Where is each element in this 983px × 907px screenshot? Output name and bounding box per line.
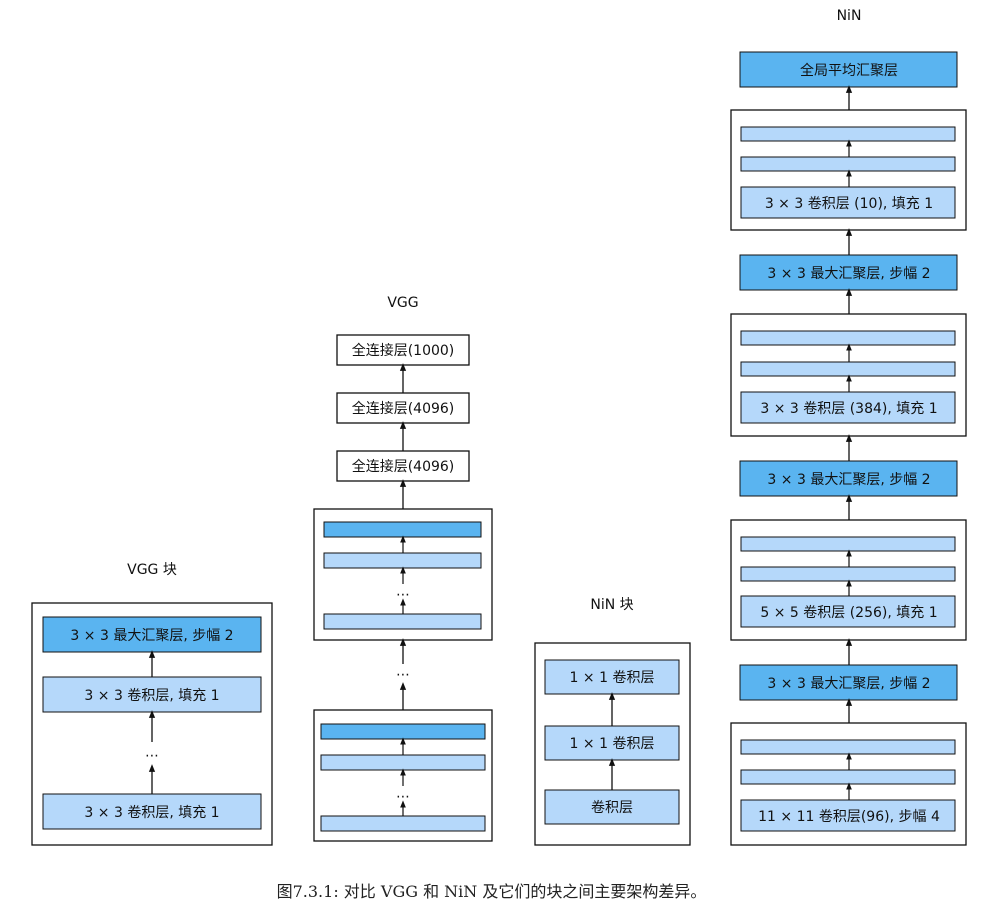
nin-block-conv1x1-top-layer: [544, 659, 680, 695]
nin-block2-conv-layer: [740, 595, 956, 628]
vgg-upper-block-ellipsis: ⋯: [396, 587, 410, 603]
nin-block4-conv1x1-top: [740, 126, 956, 142]
nin-block2-conv1x1-top: [740, 536, 956, 552]
vgg-block: VGG 块 3 × 3 最大汇聚层, 步幅 2 3 × 3 卷积层, 填充 1 …: [31, 562, 273, 846]
vgg-block-ellipsis: ⋯: [145, 748, 159, 764]
nin-block2-conv-label: 5 × 5 卷积层 (256), 填充 1: [760, 605, 937, 621]
vgg-fc-4096-top-label: 全连接层(4096): [352, 400, 455, 417]
nin-block-conv1x1-mid-label: 1 × 1 卷积层: [570, 736, 655, 752]
nin-global-pool-layer: [739, 51, 958, 88]
nin-block3-conv1x1-mid: [740, 361, 956, 377]
vgg-block-maxpool-layer: [42, 616, 262, 653]
nin-global-pool-label: 全局平均汇聚层: [800, 62, 898, 79]
nin-block4-conv-label: 3 × 3 卷积层 (10), 填充 1: [765, 196, 933, 212]
nin-block-title: NiN 块: [590, 597, 633, 613]
nin-block2-conv1x1-mid: [740, 566, 956, 582]
nin-pool1-layer: [739, 664, 958, 701]
vgg-network: VGG 全连接层(1000) 全连接层(4096) 全连接层(4096) ⋯ ⋯…: [313, 295, 493, 842]
vgg-block-conv-top-label: 3 × 3 卷积层, 填充 1: [84, 688, 219, 704]
nin-block1-conv-layer: [740, 799, 956, 832]
nin-block1-conv1x1-top: [740, 739, 956, 755]
vgg-fc-4096-bottom-label: 全连接层(4096): [352, 458, 455, 475]
vgg-block-title: VGG 块: [127, 562, 177, 578]
nin-block-conv1x1-mid-layer: [544, 725, 680, 761]
nin-block4-conv1x1-mid: [740, 156, 956, 172]
nin-block3-conv-label: 3 × 3 卷积层 (384), 填充 1: [760, 401, 937, 417]
vgg-block-conv-bottom-layer: [42, 793, 262, 830]
nin-block-conv-layer: [544, 789, 680, 825]
vgg-title: VGG: [387, 295, 418, 311]
vgg-between-ellipsis: ⋯: [396, 667, 410, 683]
vgg-block-maxpool-label: 3 × 3 最大汇聚层, 步幅 2: [70, 628, 233, 644]
nin-block1-conv-label: 11 × 11 卷积层(96), 步幅 4: [758, 809, 940, 825]
vgg-fc-1000-label: 全连接层(1000): [352, 342, 455, 359]
vgg-upper-block-conv-bottom-layer: [323, 613, 482, 630]
vgg-fc-4096-bottom-layer: [336, 450, 470, 482]
nin-block4-conv-layer: [740, 186, 956, 219]
nin-block1-conv1x1-mid: [740, 769, 956, 785]
vgg-block-conv-bottom-label: 3 × 3 卷积层, 填充 1: [84, 805, 219, 821]
nin-block: NiN 块 1 × 1 卷积层 1 × 1 卷积层 卷积层: [534, 597, 691, 846]
architecture-diagram: VGG 块 3 × 3 最大汇聚层, 步幅 2 3 × 3 卷积层, 填充 1 …: [31, 8, 967, 846]
nin-pool3-layer: [739, 254, 958, 291]
vgg-upper-block-pool-layer: [323, 521, 482, 538]
nin-pool2-label: 3 × 3 最大汇聚层, 步幅 2: [767, 472, 930, 488]
vgg-lower-block-conv-bottom-layer: [320, 815, 486, 832]
nin-pool3-label: 3 × 3 最大汇聚层, 步幅 2: [767, 266, 930, 282]
vgg-upper-block-conv-layer: [323, 552, 482, 569]
nin-block3-conv-layer: [740, 391, 956, 424]
nin-pool1-label: 3 × 3 最大汇聚层, 步幅 2: [767, 676, 930, 692]
nin-pool2-layer: [739, 460, 958, 497]
nin-block3-conv1x1-top: [740, 330, 956, 346]
vgg-lower-block-ellipsis: ⋯: [396, 789, 410, 805]
figure-caption: 图7.3.1: 对比 VGG 和 NiN 及它们的块之间主要架构差异。: [276, 882, 707, 901]
nin-title: NiN: [837, 8, 862, 24]
vgg-lower-block-pool-layer: [320, 723, 486, 740]
nin-block-conv1x1-top-label: 1 × 1 卷积层: [570, 670, 655, 686]
nin-block-conv-label: 卷积层: [591, 800, 633, 816]
nin-network: NiN 全局平均汇聚层 3 × 3 卷积层 (10), 填充 1 3 × 3 最…: [730, 8, 967, 846]
vgg-lower-block-conv-layer: [320, 754, 486, 771]
